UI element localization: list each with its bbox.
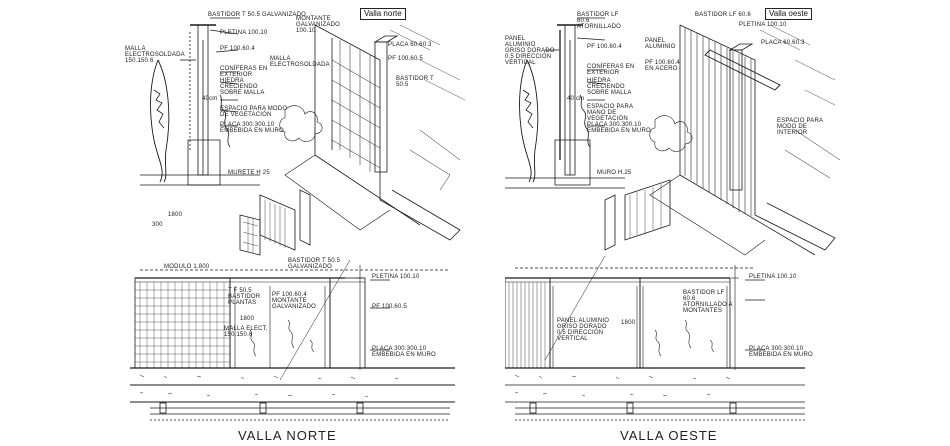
note-bastidor: BASTIDOR LF 60.6 ATORNILLADO: [577, 12, 621, 30]
note-malla-elev: MALLA ELECT. 150.150.6: [224, 326, 268, 338]
note-coniferas: CONÍFERAS EN EXTERIOR: [587, 64, 635, 76]
title-box: Valla norte: [360, 8, 406, 20]
note-dim1800: 1800: [168, 212, 183, 218]
note-malla-left: MALLA ELECTROSOLDADA 150.150.6: [125, 46, 185, 64]
note-placa: PLACA 300.300.10 EMBEBIDA EN MURO: [587, 122, 651, 134]
note-dim40: 40cm: [202, 96, 218, 102]
note-pf-right: PF 100.60.5: [388, 56, 423, 62]
note-dim40: 40 cm: [567, 96, 585, 102]
note-placa-right: PLACA 60.60.3: [388, 42, 432, 48]
note-hiedra: HIEDRA CRECIENDO SOBRE MALLA: [587, 78, 632, 96]
note-muro: MURO H.25: [597, 170, 632, 176]
note-pf: PF 100.60.4: [220, 46, 255, 52]
caption-valla-oeste: VALLA OESTE: [620, 428, 718, 443]
note-muro: MURETE H 25: [228, 170, 270, 176]
note-modulo: MODULO 1.800: [164, 264, 210, 270]
note-pletina: PLETINA 100.10: [739, 22, 787, 28]
note-pletina-top: PLETINA 100.10: [220, 30, 268, 36]
sheet-valla-oeste: Valla oeste BASTIDOR LF 60.6 ATORNILLADO…: [505, 0, 865, 446]
note-placa: PLACA 300.300.10 EMBEBIDA EN MURO: [220, 122, 284, 134]
note-espacio: ESPACIO PARA MANO DE VEGETACIÓN: [587, 104, 633, 122]
note-espacio-r: ESPACIO PARA MODO DE INTERIOR: [777, 118, 823, 136]
note-espacio: ESPACIO PARA MODO DE VEGETACIÓN: [220, 106, 288, 118]
drawing-valla-oeste: [505, 17, 841, 421]
note-bastidor-lf: BASTIDOR LF 60.6: [695, 12, 751, 18]
note-pf-mid: PF 100.60.4 MONTANTE GALVANIZADO: [272, 292, 316, 310]
note-pf-elev: PF 100.60.5: [372, 304, 407, 310]
note-pf: PF 100.60.4: [587, 44, 622, 50]
note-coniferas: CONÍFERAS EN EXTERIOR: [220, 66, 268, 78]
note-dim300: 300: [152, 222, 163, 228]
drawing-valla-norte: [130, 17, 466, 421]
note-montante: MONTANTE GALVANIZADO 100.10: [296, 16, 340, 34]
note-tf-mid: T F 50.5 BASTIDOR PLANTAS: [228, 288, 261, 306]
title-box: Valla oeste: [765, 8, 812, 20]
note-tube-top: BASTIDOR T 50.5 GALVANIZADO: [208, 12, 306, 18]
note-pletina-elev: PLETINA 100.10: [372, 274, 420, 280]
note-placa-r: PLACA 60.60.3: [761, 40, 805, 46]
note-pf-r: PF 100.60.4 EN ACERO: [645, 60, 680, 72]
note-placa-elev: PLACA 300.300.10 EMBEBIDA EN MURO: [749, 346, 813, 358]
note-malla-elect: MALLA ELECTROSOLDADA: [270, 56, 330, 68]
note-placa-elev: PLACA 300.300.10 EMBEBIDA EN MURO: [372, 346, 436, 358]
note-panel-elev: PANEL ALUMINIO GRISO DORADO 0.5 DIRECCIÓ…: [557, 318, 610, 342]
caption-valla-norte: VALLA NORTE: [238, 428, 337, 443]
note-bastidor-elev: BASTIDOR T 50.5 GALVANIZADO: [288, 258, 341, 270]
sheet-valla-norte: Valla norte BASTIDOR T 50.5 GALVANIZADO …: [120, 0, 480, 446]
note-bastidor-right: BASTIDOR T 50.5: [396, 76, 434, 88]
note-h1800: 1800: [621, 320, 636, 326]
note-panel: PANEL ALUMINIO GRISO DORADO 0.5 DIRECCIÓ…: [505, 36, 555, 66]
note-pletina-elev: PLETINA 100.10: [749, 274, 797, 280]
note-bastidor-elev: BASTIDOR LF 60.6 ATORNILLADO A MONTANTES: [683, 290, 733, 314]
note-hiedra: HIEDRA CRECIENDO SOBRE MALLA: [220, 78, 265, 96]
note-h1800: 1800: [240, 316, 255, 322]
note-panel-alu: PANEL ALUMINIO: [645, 38, 676, 50]
